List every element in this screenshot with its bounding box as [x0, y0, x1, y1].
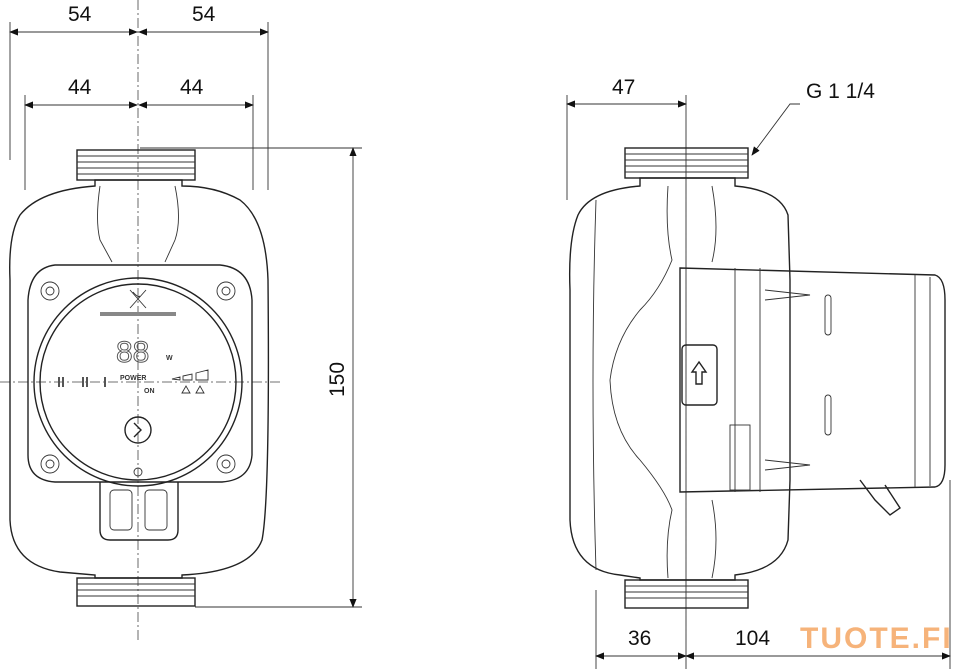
night-mode-icon — [181, 385, 205, 394]
display-window — [39, 283, 237, 481]
housing-edge — [592, 199, 597, 571]
pump-housing — [9, 179, 270, 579]
dim-label-44-left: 44 — [68, 76, 92, 99]
dim-label-150: 150 — [326, 362, 349, 397]
cable-clip — [859, 479, 901, 516]
brand-wordmark — [100, 312, 176, 316]
side-top-flange — [624, 147, 749, 179]
vent-slot — [824, 294, 832, 336]
connector-slot-right — [144, 489, 168, 531]
motor-housing — [679, 267, 946, 493]
display-digits: 88 — [116, 336, 149, 369]
faceplate-ring — [33, 277, 243, 487]
chevron-right-icon — [133, 422, 142, 438]
side-bottom-flange — [624, 579, 749, 609]
side-pump-housing — [569, 177, 791, 581]
indicator-dot — [133, 467, 143, 477]
dim-label-104: 104 — [735, 627, 770, 650]
motor-fins — [764, 289, 811, 471]
side-view: 47 G 1 1/4 36 104 — [566, 76, 951, 669]
thread-leader-line — [751, 103, 800, 156]
level-indicator-icon — [171, 369, 209, 381]
power-label: POWER — [120, 375, 146, 382]
top-flange — [76, 149, 196, 181]
cable-connector — [99, 482, 179, 541]
vent-slot — [824, 394, 832, 436]
dim-label-36: 36 — [628, 627, 651, 650]
volute-outline — [609, 185, 717, 579]
dim-label-47: 47 — [612, 76, 635, 99]
arrow-up-icon — [690, 360, 708, 385]
thread-label: G 1 1/4 — [806, 80, 875, 103]
mode-button[interactable] — [124, 416, 152, 444]
brand-logo-icon — [129, 289, 147, 309]
housing-ribs — [97, 185, 179, 263]
cable-gland — [729, 424, 751, 491]
power-on-label: ON — [144, 388, 155, 395]
control-faceplate — [27, 264, 253, 483]
dim-label-54-right: 54 — [192, 3, 216, 26]
bottom-flange — [76, 577, 196, 607]
watermark-logo: TUOTE.FI — [800, 622, 953, 655]
mounting-screws — [40, 281, 236, 474]
display-unit: W — [166, 355, 173, 362]
connector-slot-left — [109, 489, 133, 531]
dim-label-44-right: 44 — [180, 76, 204, 99]
dim-label-54-left: 54 — [68, 3, 92, 26]
mode-bars-icon — [58, 377, 106, 387]
terminal-box — [681, 344, 718, 406]
front-view: 54 54 44 44 150 8 — [0, 0, 362, 640]
